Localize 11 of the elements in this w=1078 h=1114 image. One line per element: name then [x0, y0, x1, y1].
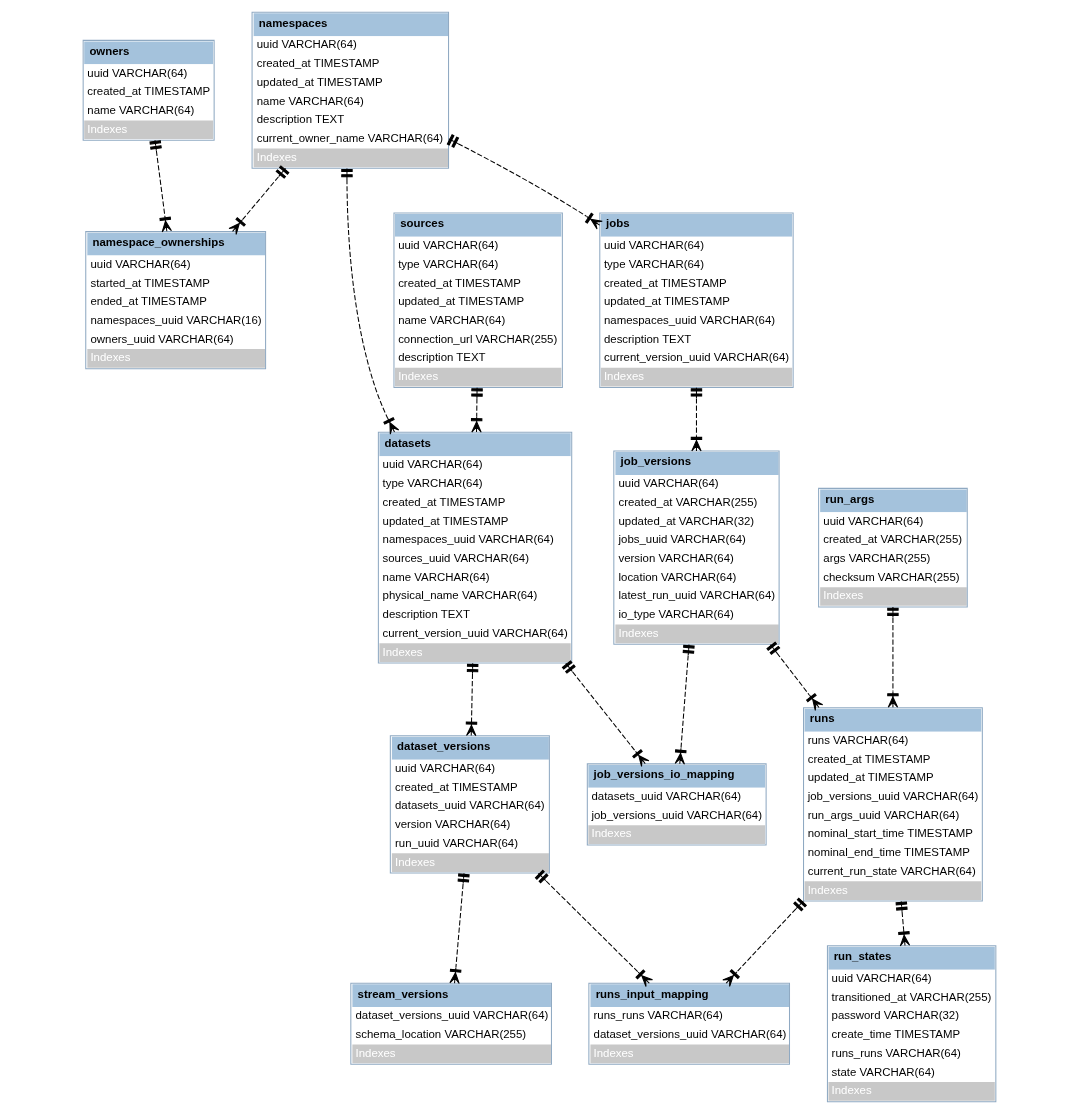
connector [534, 869, 653, 987]
connector [674, 644, 695, 765]
connector [448, 872, 470, 985]
connector [765, 641, 823, 711]
connector [721, 897, 807, 987]
connector [470, 387, 483, 433]
connector [446, 134, 603, 230]
connector [895, 900, 910, 947]
connector [561, 660, 649, 767]
connector [228, 165, 290, 235]
connector [148, 139, 172, 233]
